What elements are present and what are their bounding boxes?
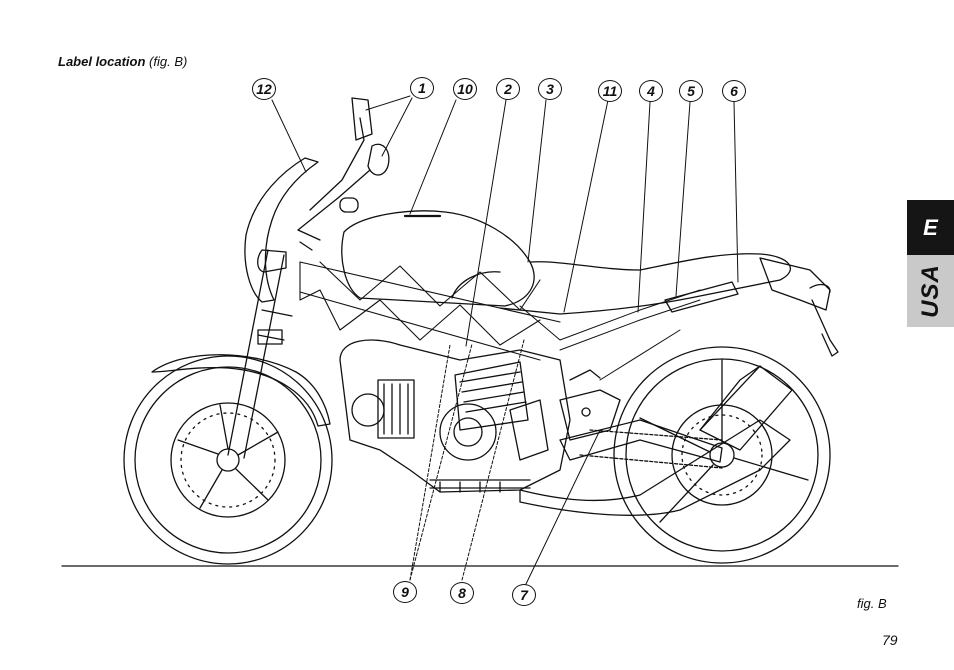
callout-9: 9 (393, 581, 417, 603)
callout-8: 8 (450, 582, 474, 604)
callout-7: 7 (512, 584, 536, 606)
tail-section (759, 257, 831, 311)
page-number: 79 (882, 632, 898, 648)
region-tab: USA (907, 255, 954, 327)
callout-11: 11 (598, 80, 622, 102)
callout-2: 2 (496, 78, 520, 100)
silencer (699, 365, 793, 451)
heading-title: Label location (58, 54, 146, 69)
fuel-tank (341, 210, 535, 307)
callout-12: 12 (252, 78, 276, 100)
seat (499, 253, 792, 315)
handlebar (297, 97, 390, 251)
callout-6: 6 (722, 80, 746, 102)
callout-4: 4 (639, 80, 663, 102)
callout-1: 1 (410, 77, 434, 99)
trellis-frame (299, 261, 561, 361)
language-tab-letter: E (907, 200, 954, 255)
engine (339, 339, 571, 493)
callout-10: 10 (453, 78, 477, 100)
footpeg-bracket (559, 389, 621, 441)
callout-3: 3 (538, 78, 562, 100)
swingarm (559, 419, 723, 463)
front-fender (151, 354, 331, 427)
rear-wheel (613, 346, 831, 564)
front-fork (227, 249, 293, 459)
section-heading: Label location (fig. B) (58, 54, 187, 69)
front-wheel (123, 355, 333, 565)
leader-lines (271, 95, 739, 585)
heading-figure-reference: (fig. B) (149, 54, 188, 69)
callout-5: 5 (679, 80, 703, 102)
figure-caption: fig. B (857, 596, 887, 611)
language-tab: E USA (907, 200, 954, 327)
headlight-fairing (244, 157, 319, 303)
